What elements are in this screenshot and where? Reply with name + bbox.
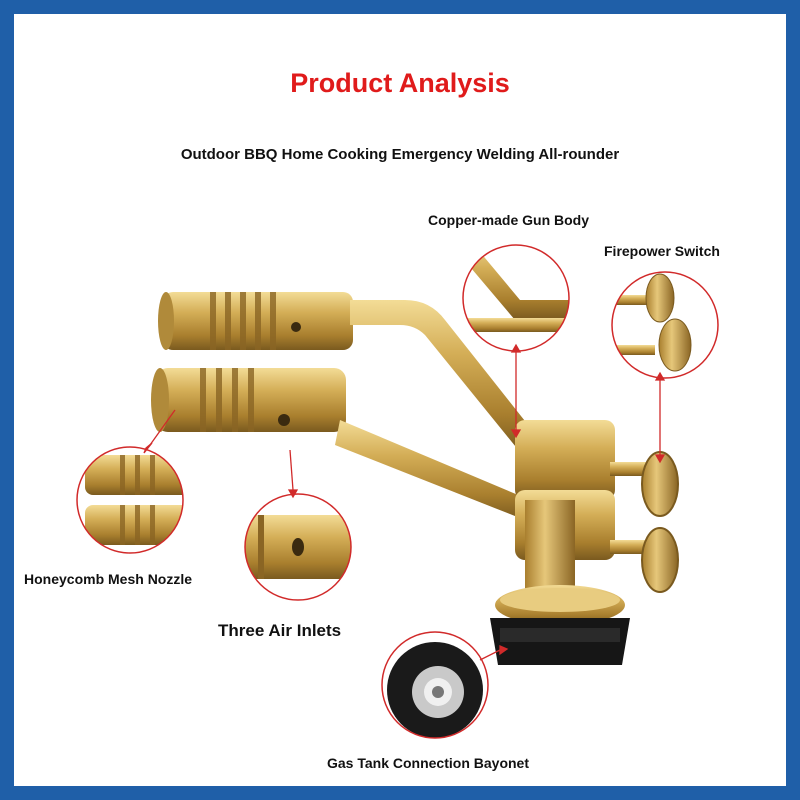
callout-gun-body: [462, 244, 570, 352]
label-bayonet: Gas Tank Connection Bayonet: [327, 755, 529, 771]
label-firepower-switch: Firepower Switch: [604, 243, 720, 259]
label-gun-body: Copper-made Gun Body: [428, 212, 590, 228]
page-subtitle: Outdoor BBQ Home Cooking Emergency Weldi…: [180, 146, 620, 163]
label-nozzle: Honeycomb Mesh Nozzle: [24, 571, 193, 587]
callout-bayonet: [381, 631, 489, 739]
callout-nozzle: [76, 446, 184, 554]
callout-pointers: [143, 343, 666, 661]
callout-firepower-switch: [611, 271, 719, 379]
callout-air-inlets: [244, 493, 352, 601]
label-air-inlets: Three Air Inlets: [218, 621, 342, 640]
torch-body: [151, 292, 679, 665]
page-title: Product Analysis: [290, 68, 510, 98]
